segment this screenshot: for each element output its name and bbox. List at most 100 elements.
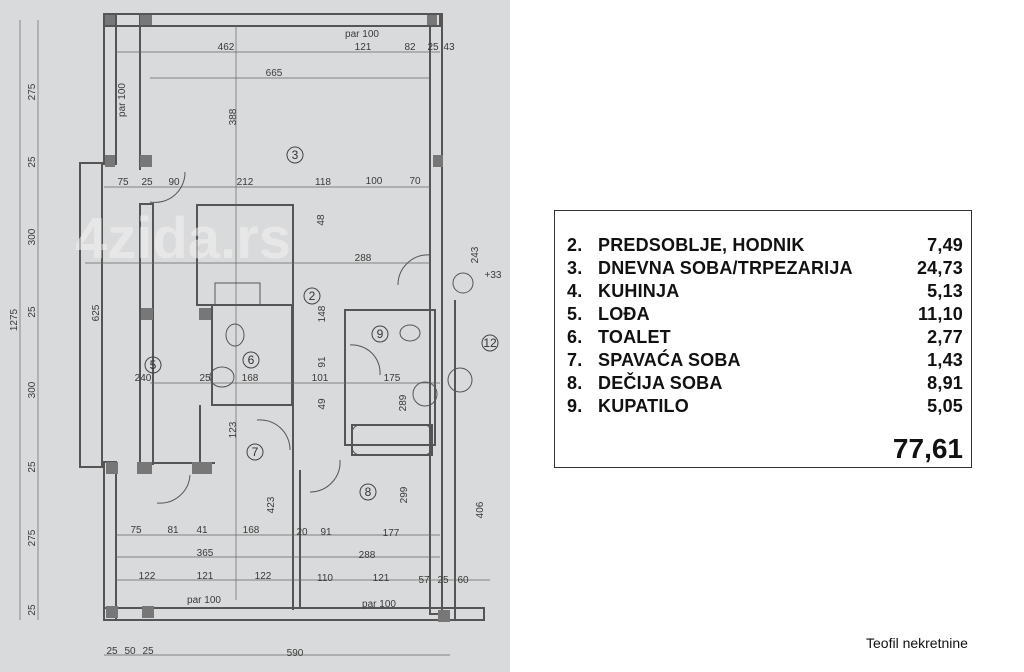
dim-label: 91 bbox=[317, 356, 328, 368]
room-number: 4. bbox=[567, 281, 583, 301]
room-name: DEČIJA SOBA bbox=[598, 373, 723, 393]
dim-label: 43 bbox=[443, 42, 455, 53]
legend-row: 2. PREDSOBLJE, HODNIK 7,49 bbox=[567, 235, 963, 258]
legend-row: 4. KUHINJA 5,13 bbox=[567, 281, 963, 304]
dim-label: 48 bbox=[316, 214, 327, 226]
room-area: 5,05 bbox=[927, 396, 963, 416]
legend-row: 5. LOĐA 11,10 bbox=[567, 304, 963, 327]
fixtures bbox=[149, 171, 474, 504]
total-area: 77,61 bbox=[892, 433, 963, 464]
dim-label: 110 bbox=[317, 573, 333, 584]
room-area: 7,49 bbox=[927, 235, 963, 255]
dim-label: 122 bbox=[255, 571, 272, 582]
dim-label: 212 bbox=[237, 177, 254, 188]
room-12: 12 bbox=[483, 336, 497, 350]
dim-label: 25 bbox=[142, 646, 154, 657]
room-8: 8 bbox=[365, 485, 372, 499]
dim-label: 75 bbox=[117, 177, 129, 188]
room-area: 1,43 bbox=[927, 350, 963, 370]
dim-label: 20 bbox=[296, 527, 308, 538]
room-name: TOALET bbox=[598, 327, 671, 347]
dim-label: 300 bbox=[27, 228, 38, 245]
dim-label: 388 bbox=[228, 108, 239, 125]
dim-label: 288 bbox=[355, 253, 372, 264]
room-5: 5 bbox=[150, 358, 157, 372]
dim-label: 25 bbox=[427, 42, 439, 53]
dim-label: 121 bbox=[355, 42, 372, 53]
dim-label: 665 bbox=[266, 68, 283, 79]
dim-label: par 100 bbox=[345, 29, 379, 40]
dim-label: 275 bbox=[27, 83, 38, 100]
floor-plan: 4zida.rs 3 2 9 6 5 7 8 12 par 100 462 12… bbox=[0, 0, 510, 672]
dim-label: 289 bbox=[398, 394, 409, 411]
room-name: PREDSOBLJE, HODNIK bbox=[598, 235, 805, 255]
dim-label: 25 bbox=[27, 461, 38, 473]
room-area: 24,73 bbox=[916, 258, 963, 278]
legend-row: 8. DEČIJA SOBA 8,91 bbox=[567, 373, 963, 396]
dim-label: 288 bbox=[359, 550, 376, 561]
dim-label: 240 bbox=[135, 373, 152, 384]
dim-label: +33 bbox=[485, 270, 502, 281]
room-area: 2,77 bbox=[927, 327, 963, 347]
room-number: 3. bbox=[567, 258, 583, 278]
dim-label: 123 bbox=[228, 421, 239, 438]
dim-label: 25 bbox=[106, 646, 118, 657]
room-7: 7 bbox=[252, 445, 259, 459]
room-name: KUHINJA bbox=[598, 281, 680, 301]
room-name: DNEVNA SOBA/TRPEZARIJA bbox=[598, 258, 853, 278]
room-area: 11,10 bbox=[917, 304, 963, 324]
dim-label: 91 bbox=[320, 527, 332, 538]
dim-label: 299 bbox=[399, 486, 410, 503]
agency-credit: Teofil nekretnine bbox=[866, 635, 968, 651]
legend-row: 6. TOALET 2,77 bbox=[567, 327, 963, 350]
dim-label: 462 bbox=[218, 42, 235, 53]
dim-label: 25 bbox=[27, 604, 38, 616]
room-area: 8,91 bbox=[927, 373, 963, 393]
dim-label: 275 bbox=[27, 529, 38, 546]
room-number: 8. bbox=[567, 373, 583, 393]
dim-label: 82 bbox=[404, 42, 416, 53]
legend-row: 3. DNEVNA SOBA/TRPEZARIJA 24,73 bbox=[567, 258, 963, 281]
dim-label: 175 bbox=[384, 373, 401, 384]
dim-label: 81 bbox=[167, 525, 179, 536]
dim-label: 70 bbox=[409, 176, 421, 187]
room-numbers bbox=[144, 146, 499, 501]
dim-label: par 100 bbox=[117, 83, 128, 117]
dim-label: 90 bbox=[168, 177, 180, 188]
room-name: KUPATILO bbox=[598, 396, 689, 416]
dim-label: 75 bbox=[130, 525, 142, 536]
dim-label: 25 bbox=[27, 156, 38, 168]
dim-label: 25 bbox=[199, 373, 211, 384]
dim-label: 25 bbox=[141, 177, 153, 188]
dim-label: 168 bbox=[242, 373, 259, 384]
dim-label: 41 bbox=[196, 525, 208, 536]
dim-label: 168 bbox=[243, 525, 260, 536]
room-9: 9 bbox=[377, 327, 384, 341]
dim-label: 148 bbox=[317, 305, 328, 322]
dim-label: 121 bbox=[373, 573, 390, 584]
dim-label: 50 bbox=[124, 646, 136, 657]
room-number: 2. bbox=[567, 235, 583, 255]
wall-columns bbox=[105, 15, 450, 622]
room-area: 5,13 bbox=[927, 281, 963, 301]
dim-label: 118 bbox=[315, 177, 331, 188]
room-number: 5. bbox=[567, 304, 583, 324]
dim-label: 121 bbox=[197, 571, 214, 582]
room-number: 9. bbox=[567, 396, 583, 416]
dim-label: 423 bbox=[266, 496, 277, 513]
watermark-logo: 4zida.rs bbox=[75, 206, 291, 271]
dimension-lines bbox=[19, 20, 490, 656]
room-3: 3 bbox=[292, 148, 299, 162]
dim-label: 243 bbox=[470, 246, 481, 263]
room-number: 6. bbox=[567, 327, 583, 347]
dim-label: 25 bbox=[437, 575, 449, 586]
dim-label: 590 bbox=[287, 648, 304, 659]
room-name: LOĐA bbox=[598, 304, 650, 324]
dim-label: 177 bbox=[383, 528, 400, 539]
dim-label: 300 bbox=[27, 381, 38, 398]
dim-label: 365 bbox=[197, 548, 214, 559]
dim-label: 122 bbox=[139, 571, 156, 582]
dim-label: 60 bbox=[457, 575, 469, 586]
room-name: SPAVAĆA SOBA bbox=[598, 350, 741, 370]
